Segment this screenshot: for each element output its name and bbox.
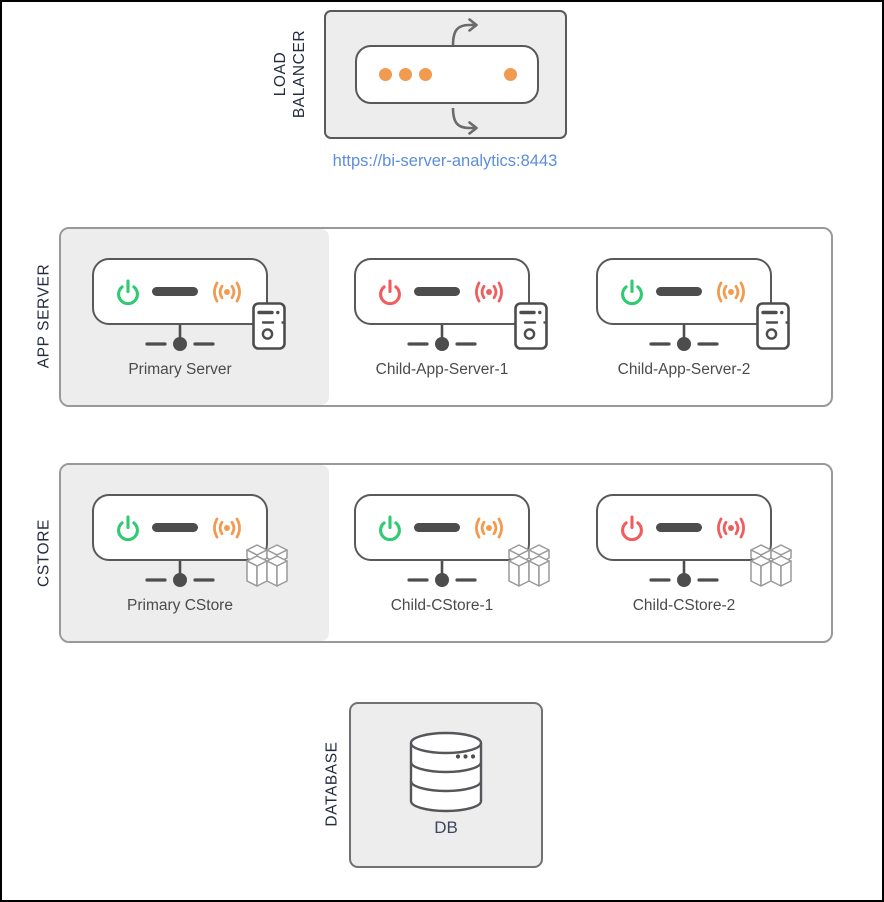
load-balancer-icon xyxy=(355,45,539,104)
node-label: Primary Server xyxy=(128,361,232,378)
node-label: Child-CStore-1 xyxy=(390,597,494,614)
database-section: DB xyxy=(349,702,543,868)
broadcast-icon xyxy=(210,516,244,540)
node-child-cstore-2: Child-CStore-2 xyxy=(596,494,772,614)
dot xyxy=(504,68,517,81)
power-icon xyxy=(116,515,140,541)
node-label: Child-App-Server-1 xyxy=(375,361,509,378)
server-tower-icon xyxy=(252,302,286,350)
node-label: Child-App-Server-2 xyxy=(617,361,751,378)
network-node-icon xyxy=(642,325,726,353)
server-tower-icon xyxy=(514,302,548,350)
power-icon xyxy=(378,515,402,541)
load-balancer-section-label: LOAD BALANCER xyxy=(271,30,309,118)
network-node-icon xyxy=(400,325,484,353)
power-icon xyxy=(116,279,140,305)
app-server-section: Primary Server Child-App-Server-1 Child-… xyxy=(59,227,833,407)
node-label: Child-CStore-2 xyxy=(632,597,736,614)
app-server-section-label: APP SERVER xyxy=(35,263,53,369)
server-status-box xyxy=(92,494,268,561)
dot xyxy=(419,68,432,81)
packages-icon xyxy=(244,543,290,589)
broadcast-icon xyxy=(714,280,748,304)
network-node-icon xyxy=(642,561,726,589)
database-name: DB xyxy=(434,818,458,837)
power-icon xyxy=(378,279,402,305)
status-bar xyxy=(656,287,702,296)
load-balancer-label-line1: LOAD xyxy=(272,51,289,97)
power-icon xyxy=(620,279,644,305)
cycle-arrow-icon xyxy=(451,18,478,46)
network-node-icon xyxy=(400,561,484,589)
load-balancer-url-link[interactable]: https://bi-server-analytics:8443 xyxy=(332,152,558,170)
node-child-app-server-1: Child-App-Server-1 xyxy=(354,258,530,378)
cycle-arrow-icon xyxy=(451,107,478,135)
status-bar xyxy=(414,523,460,532)
cstore-section: Primary CStore Child-CStore-1 Child-CSto… xyxy=(59,463,833,643)
server-status-box xyxy=(92,258,268,325)
server-status-box xyxy=(596,258,772,325)
database-section-label: DATABASE xyxy=(323,741,341,827)
load-balancer-dots-left xyxy=(379,68,432,81)
node-primary-cstore: Primary CStore xyxy=(92,494,268,614)
power-icon xyxy=(620,515,644,541)
network-node-icon xyxy=(138,325,222,353)
status-bar xyxy=(656,523,702,532)
database-cylinder-icon xyxy=(408,730,484,814)
broadcast-icon xyxy=(472,516,506,540)
node-child-cstore-1: Child-CStore-1 xyxy=(354,494,530,614)
server-status-box xyxy=(354,494,530,561)
dot xyxy=(399,68,412,81)
status-bar xyxy=(152,523,198,532)
server-status-box xyxy=(596,494,772,561)
load-balancer-section xyxy=(324,10,567,139)
node-label: Primary CStore xyxy=(127,597,233,614)
network-node-icon xyxy=(138,561,222,589)
packages-icon xyxy=(506,543,552,589)
cstore-section-label: CSTORE xyxy=(35,519,53,587)
dot xyxy=(379,68,392,81)
status-bar xyxy=(152,287,198,296)
server-tower-icon xyxy=(756,302,790,350)
load-balancer-label-line2: BALANCER xyxy=(291,29,308,119)
server-status-box xyxy=(354,258,530,325)
broadcast-icon xyxy=(472,280,506,304)
packages-icon xyxy=(748,543,794,589)
status-bar xyxy=(414,287,460,296)
node-primary-server: Primary Server xyxy=(92,258,268,378)
broadcast-icon xyxy=(714,516,748,540)
node-child-app-server-2: Child-App-Server-2 xyxy=(596,258,772,378)
broadcast-icon xyxy=(210,280,244,304)
